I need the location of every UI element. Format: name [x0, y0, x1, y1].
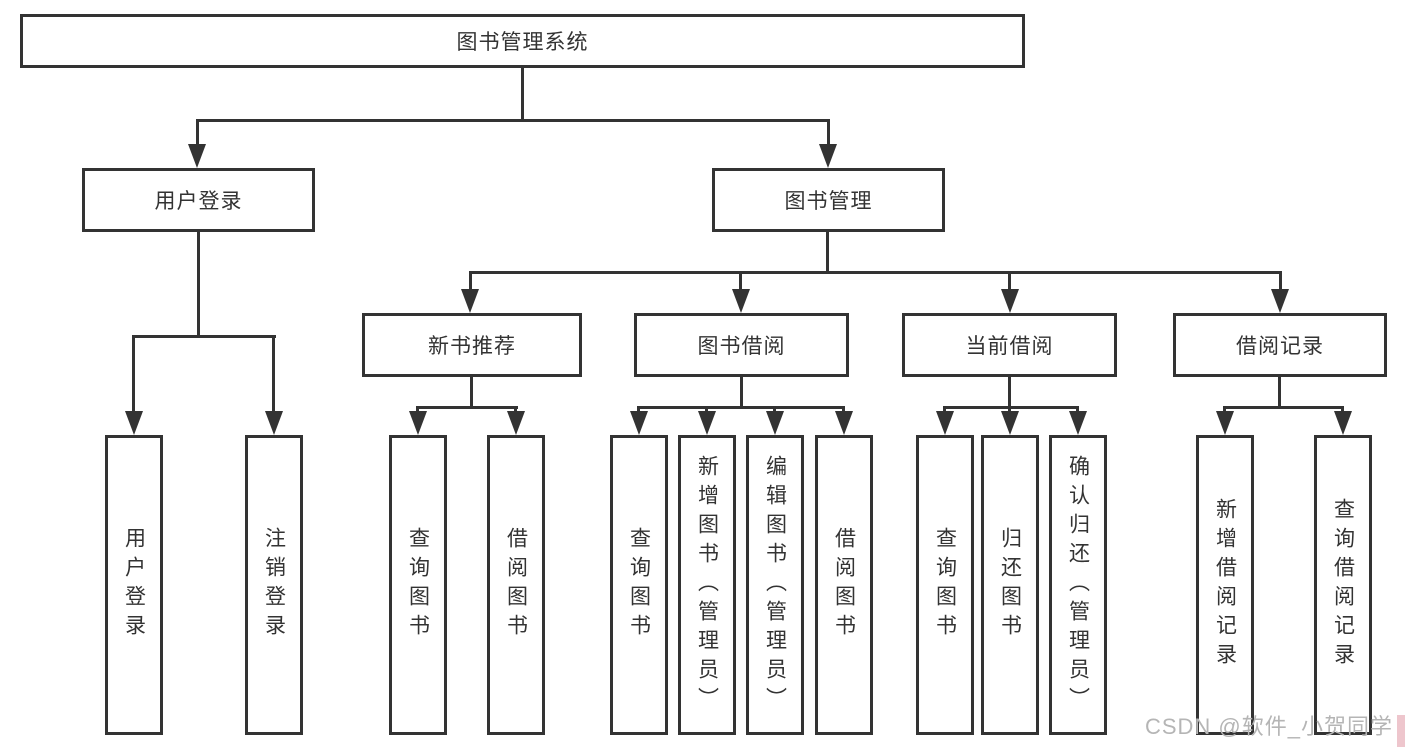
leaf-borrow-query-books: 查询图书 [610, 435, 668, 735]
arrow-to-borrow-leaf1 [630, 411, 648, 435]
connector-stem [943, 406, 946, 415]
arrow-to-current-leaf1 [936, 411, 954, 435]
arrow-to-current-leaf3 [1069, 411, 1087, 435]
arrow-to-book-mgmt [819, 144, 837, 168]
node-borrow-records: 借阅记录 [1173, 313, 1387, 377]
leaf-borrow-books-label: 借阅图书 [832, 527, 856, 643]
node-new-book-recommend: 新书推荐 [362, 313, 582, 377]
arrow-to-recommend [461, 289, 479, 313]
connector-stem [1341, 406, 1344, 415]
connector-current-splitter [944, 406, 1079, 409]
leaf-recommend-query-books-label: 查询图书 [406, 527, 430, 643]
arrow-to-borrow [732, 289, 750, 313]
leaf-logout-label: 注销登录 [262, 527, 286, 643]
connector-recommend-splitter [417, 406, 518, 409]
csdn-watermark: CSDN @软件_小贺同学 [1144, 714, 1393, 739]
arrow-to-login-leaf1 [125, 411, 143, 435]
leaf-confirm-return-admin-label: 确认归还（管理员） [1066, 454, 1090, 716]
leaf-add-books-admin: 新增图书（管理员） [678, 435, 736, 735]
connector-current-drop [1008, 377, 1011, 408]
connector-drop-records [1279, 271, 1282, 291]
leaf-recommend-borrow-books-label: 借阅图书 [504, 527, 528, 643]
connector-stem [637, 406, 640, 415]
arrow-to-current-leaf2 [1001, 411, 1019, 435]
arrow-to-recommend-leaf1 [409, 411, 427, 435]
leaf-query-borrow-record: 查询借阅记录 [1314, 435, 1372, 735]
leaf-user-login-label: 用户登录 [122, 527, 146, 643]
connector-stem [705, 406, 708, 415]
leaf-add-borrow-record: 新增借阅记录 [1196, 435, 1254, 735]
connector-drop-login-leaf2 [272, 335, 275, 412]
leaf-current-query-books: 查询图书 [916, 435, 974, 735]
connector-drop-recommend [469, 271, 472, 291]
connector-login-drop [197, 232, 200, 337]
leaf-edit-books-admin-label: 编辑图书（管理员） [763, 454, 787, 716]
connector-drop-current [1008, 271, 1011, 291]
connector-borrow-drop [740, 377, 743, 408]
leaf-return-books: 归还图书 [981, 435, 1039, 735]
connector-stem [1223, 406, 1226, 415]
connector-stem [842, 406, 845, 415]
arrow-to-borrow-leaf3 [766, 411, 784, 435]
node-book-borrow: 图书借阅 [634, 313, 849, 377]
pink-edge-strip [1397, 715, 1405, 747]
connector-recommend-drop [470, 377, 473, 408]
leaf-current-query-books-label: 查询图书 [933, 527, 957, 643]
connector-stem [1076, 406, 1079, 415]
connector-root-drop [521, 68, 524, 121]
connector-stem [514, 406, 517, 415]
connector-drop-book-mgmt [827, 119, 830, 147]
node-current-borrow: 当前借阅 [902, 313, 1117, 377]
connector-stem [416, 406, 419, 415]
node-user-login: 用户登录 [82, 168, 315, 232]
arrow-to-borrow-leaf2 [698, 411, 716, 435]
connector-drop-borrow [739, 271, 742, 291]
leaf-add-borrow-record-label: 新增借阅记录 [1213, 498, 1237, 672]
arrow-to-recommend-leaf2 [507, 411, 525, 435]
leaf-confirm-return-admin: 确认归还（管理员） [1049, 435, 1107, 735]
leaf-borrow-query-books-label: 查询图书 [627, 527, 651, 643]
connector-drop-login-leaf1 [132, 335, 135, 412]
connector-borrow-splitter [638, 406, 845, 409]
connector-mgmt-drop [826, 232, 829, 274]
arrow-to-borrow-leaf4 [835, 411, 853, 435]
connector-records-drop [1278, 377, 1281, 408]
arrow-to-records [1271, 289, 1289, 313]
leaf-borrow-books: 借阅图书 [815, 435, 873, 735]
leaf-recommend-query-books: 查询图书 [389, 435, 447, 735]
arrow-to-records-leaf2 [1334, 411, 1352, 435]
leaf-user-login: 用户登录 [105, 435, 163, 735]
connector-stem [1008, 406, 1011, 415]
leaf-logout: 注销登录 [245, 435, 303, 735]
leaf-edit-books-admin: 编辑图书（管理员） [746, 435, 804, 735]
arrow-to-login-leaf2 [265, 411, 283, 435]
connector-login-splitter [133, 335, 276, 338]
connector-level3-splitter [469, 271, 1282, 274]
connector-level2-splitter [197, 119, 830, 122]
arrow-to-records-leaf1 [1216, 411, 1234, 435]
connector-records-splitter [1224, 406, 1344, 409]
node-book-management: 图书管理 [712, 168, 945, 232]
arrow-to-user-login [188, 144, 206, 168]
leaf-return-books-label: 归还图书 [998, 527, 1022, 643]
leaf-add-books-admin-label: 新增图书（管理员） [695, 454, 719, 716]
node-library-management-system: 图书管理系统 [20, 14, 1025, 68]
connector-stem [773, 406, 776, 415]
arrow-to-current [1001, 289, 1019, 313]
leaf-query-borrow-record-label: 查询借阅记录 [1331, 498, 1355, 672]
leaf-recommend-borrow-books: 借阅图书 [487, 435, 545, 735]
connector-drop-user-login [196, 119, 199, 147]
